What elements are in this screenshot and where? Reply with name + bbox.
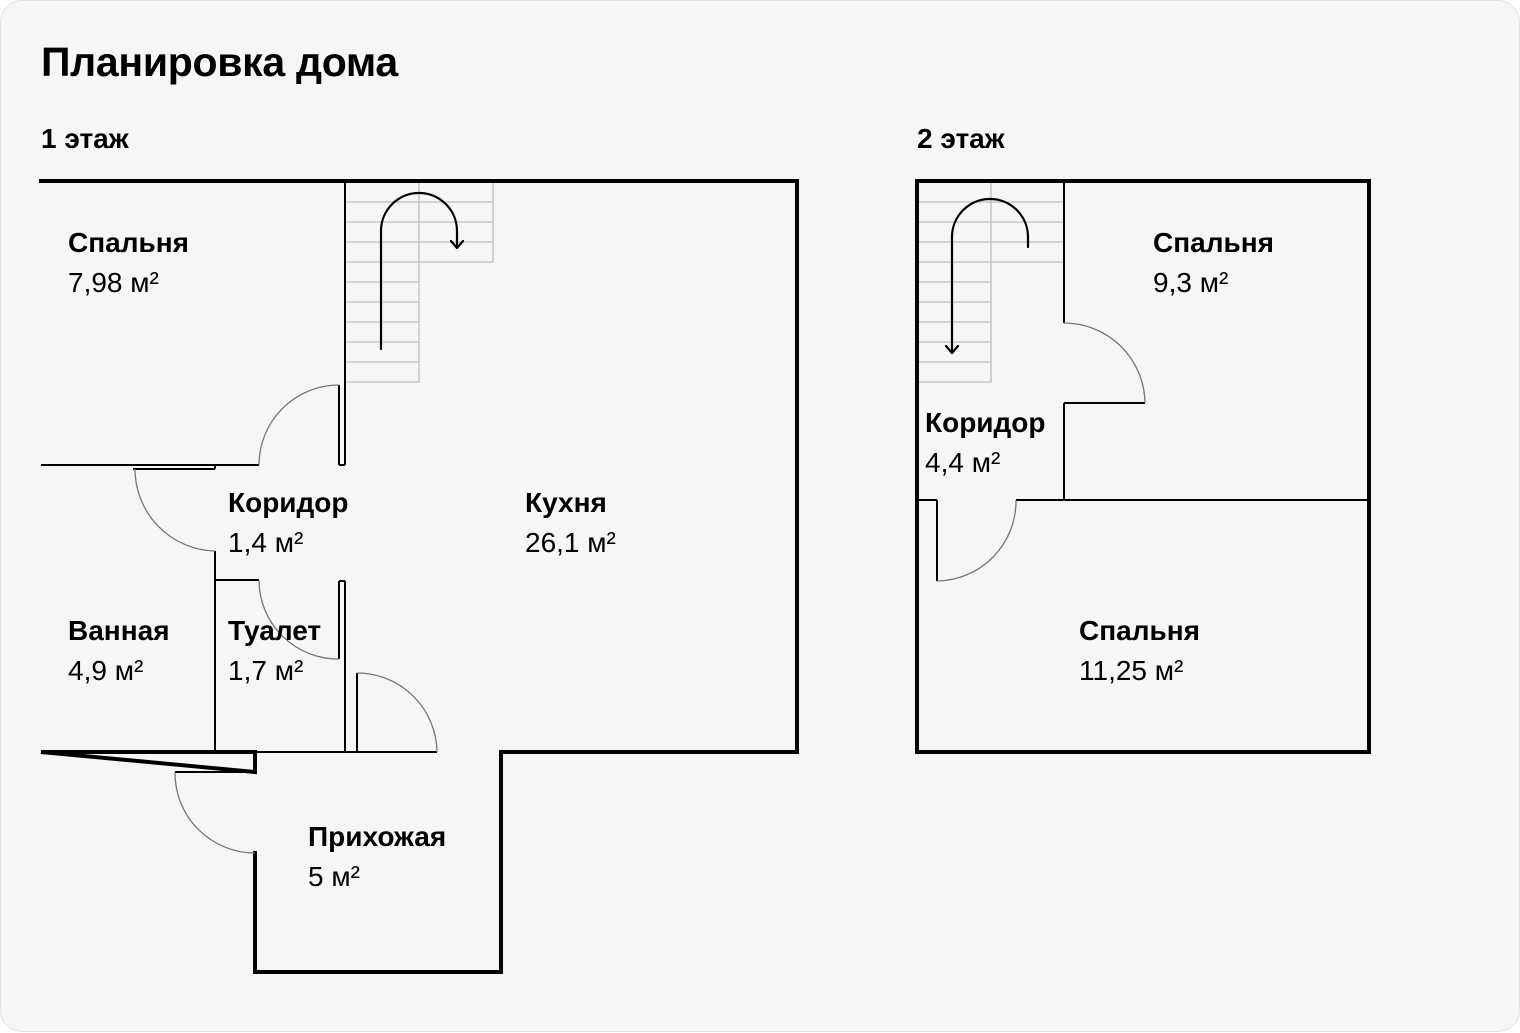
door-swing-icon	[936, 322, 1146, 582]
floor-1-outer-wall	[39, 179, 799, 974]
room-area-corridor-2: 4,4 м²	[925, 447, 1001, 478]
room-area-kitchen: 26,1 м²	[525, 527, 616, 558]
stair-direction-arrow-icon	[379, 191, 465, 351]
room-name-bedroom-3: Спальня	[1079, 615, 1200, 646]
floor-2-label: 2 этаж	[917, 123, 1005, 154]
floor-2-plan	[915, 179, 1371, 754]
room-area-bedroom-3: 11,25 м²	[1079, 655, 1184, 686]
room-name-bedroom-2: Спальня	[1153, 227, 1274, 258]
room-name-bathroom: Ванная	[68, 615, 170, 646]
room-area-corridor-1: 1,4 м²	[228, 527, 304, 558]
floor-1-plan	[39, 179, 799, 974]
stair-direction-arrow-icon	[944, 197, 1030, 355]
room-area-bedroom-1: 7,98 м²	[68, 267, 159, 298]
room-name-toilet: Туалет	[228, 615, 322, 646]
room-area-hallway: 5 м²	[308, 861, 360, 892]
room-name-kitchen: Кухня	[525, 487, 607, 518]
door-swing-icon	[134, 384, 438, 854]
room-name-bedroom-1: Спальня	[68, 227, 189, 258]
room-area-bedroom-2: 9,3 м²	[1153, 267, 1229, 298]
staircase-icon	[344, 181, 494, 383]
room-name-hallway: Прихожая	[308, 821, 447, 852]
page-title: Планировка дома	[41, 39, 398, 85]
floor-1-label: 1 этаж	[41, 123, 129, 154]
floor-2-outer-wall	[915, 179, 1371, 754]
room-area-bathroom: 4,9 м²	[68, 655, 144, 686]
staircase-icon	[919, 181, 1064, 383]
room-name-corridor-1: Коридор	[228, 487, 349, 518]
room-name-corridor-2: Коридор	[925, 407, 1046, 438]
room-area-toilet: 1,7 м²	[228, 655, 304, 686]
